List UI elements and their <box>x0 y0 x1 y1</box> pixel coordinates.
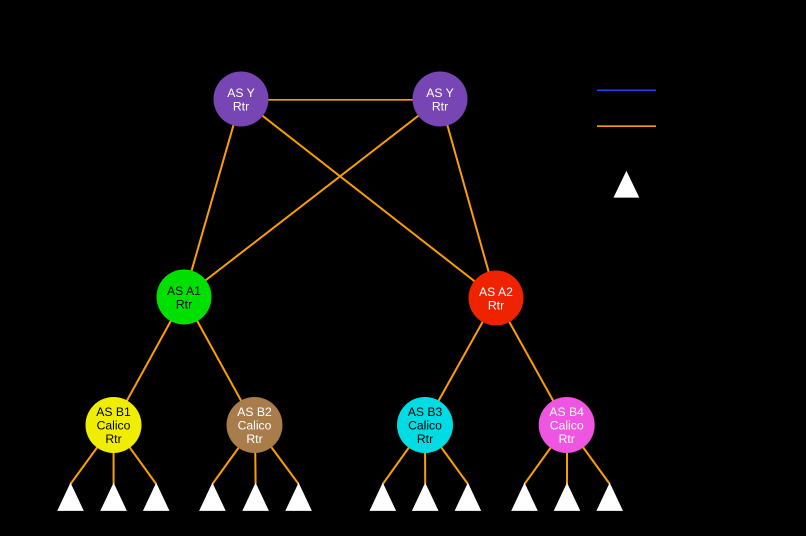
svg-text:Rtr: Rtr <box>417 432 433 446</box>
svg-text:Rtr: Rtr <box>105 432 121 446</box>
svg-text:Rtr: Rtr <box>176 297 192 311</box>
svg-text:Calico: Calico <box>550 419 584 433</box>
svg-text:Calico: Calico <box>408 419 442 433</box>
svg-text:Rtr: Rtr <box>488 298 504 312</box>
svg-text:Calico: Calico <box>97 419 131 433</box>
svg-text:AS B1: AS B1 <box>96 405 131 419</box>
svg-text:Rtr: Rtr <box>432 99 448 113</box>
svg-text:Rtr: Rtr <box>233 99 249 113</box>
svg-text:Calico: Calico <box>238 419 272 433</box>
svg-text:AS B2: AS B2 <box>237 405 272 419</box>
svg-text:AS A1: AS A1 <box>167 284 201 298</box>
svg-text:Rtr: Rtr <box>246 432 262 446</box>
svg-text:Rtr: Rtr <box>559 432 575 446</box>
svg-text:AS Y: AS Y <box>227 86 255 100</box>
svg-text:AS B4: AS B4 <box>549 405 584 419</box>
svg-text:AS B3: AS B3 <box>408 405 443 419</box>
svg-text:AS A2: AS A2 <box>479 285 513 299</box>
svg-text:AS Y: AS Y <box>426 86 454 100</box>
